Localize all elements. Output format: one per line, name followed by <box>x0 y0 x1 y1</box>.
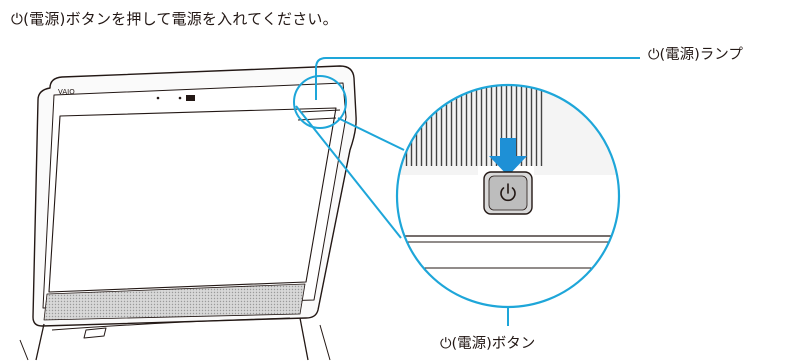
vaio-logo: VAIO <box>58 88 75 96</box>
all-in-one-pc <box>19 65 357 361</box>
power-button-label: ⏻(電源)ボタン <box>440 336 536 352</box>
power-icon <box>500 183 516 202</box>
arrow-down-icon <box>489 138 527 176</box>
power-button[interactable] <box>483 171 533 215</box>
instruction-text: ⏻(電源)ボタンを押して電源を入れてください。 <box>11 10 338 28</box>
power-lamp-label: ⏻(電源)ランプ <box>648 47 743 63</box>
